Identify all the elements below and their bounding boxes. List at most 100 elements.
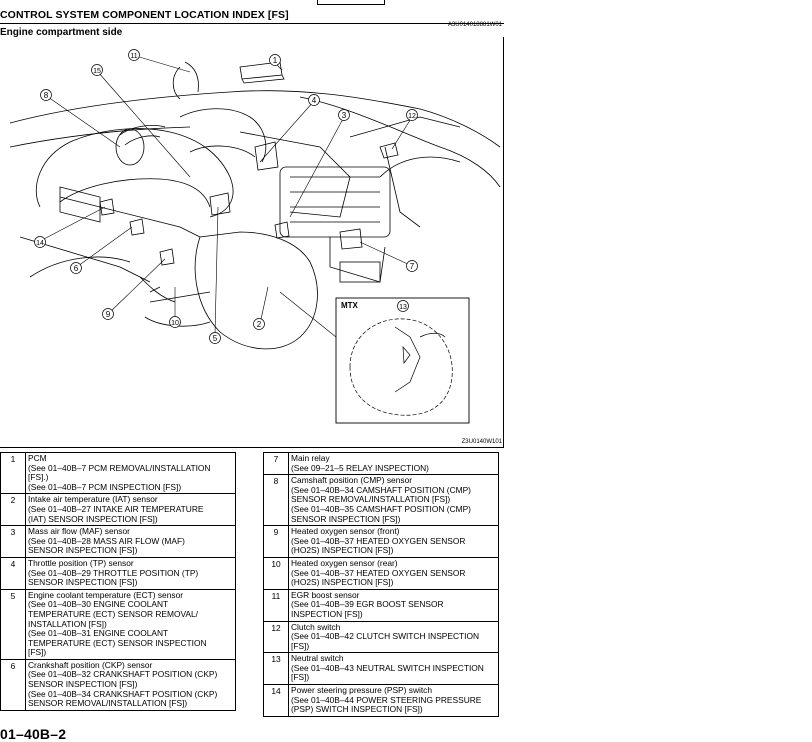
figure-code: Z3U0140W101 <box>461 439 502 445</box>
callout-3: 3 <box>338 109 350 121</box>
component-number: 12 <box>263 620 289 654</box>
svg-text:2: 2 <box>257 320 262 329</box>
callout-4: 4 <box>308 94 320 106</box>
component-reference: (See 01–40B–32 CRANKSHAFT POSITION (CKP) <box>28 669 218 680</box>
component-reference: SENSOR INSPECTION [FS]) <box>28 577 138 588</box>
component-reference: (See 09–21–5 RELAY INSPECTION) <box>291 462 429 473</box>
component-name: Clutch switch <box>291 621 341 632</box>
component-reference: SENSOR INSPECTION [FS]) <box>291 513 401 524</box>
component-name: Neutral switch <box>291 653 344 664</box>
component-number: 14 <box>263 684 289 717</box>
component-name: EGR boost sensor <box>291 589 360 600</box>
callout-12: 12 <box>406 109 418 121</box>
svg-text:15: 15 <box>93 68 101 75</box>
component-description: Power steering pressure (PSP) switch(See… <box>288 684 499 717</box>
component-number: 10 <box>263 556 289 590</box>
component-description: EGR boost sensor(See 01–40B–39 EGR BOOST… <box>288 588 499 622</box>
component-description: Neutral switch(See 01–40B–43 NEUTRAL SWI… <box>288 652 499 686</box>
callout-6: 6 <box>70 262 82 274</box>
svg-text:11: 11 <box>130 53 137 60</box>
component-reference: (See 01–40B–34 CRANKSHAFT POSITION (CKP) <box>28 688 218 699</box>
component-reference: (See 01–40B–28 MASS AIR FLOW (MAF) <box>28 535 185 546</box>
component-description: Mass air flow (MAF) sensor(See 01–40B–28… <box>25 525 236 558</box>
component-description: Intake air temperature (IAT) sensor(See … <box>25 493 236 527</box>
component-reference: SENSOR INSPECTION [FS]) <box>28 545 138 556</box>
callout-13: 13 <box>397 300 409 312</box>
component-reference: (See 01–40B–30 ENGINE COOLANT <box>28 599 169 610</box>
component-name: Engine coolant temperature (ECT) sensor <box>28 589 184 600</box>
engine-illustration <box>9 61 501 350</box>
component-description: Heated oxygen sensor (rear)(See 01–40B–3… <box>288 556 499 590</box>
component-description: Main relay(See 09–21–5 RELAY INSPECTION) <box>288 451 499 476</box>
component-number: 1 <box>0 451 26 495</box>
callout-11: 11 <box>128 49 140 61</box>
svg-text:9: 9 <box>106 310 111 319</box>
component-reference: (IAT) SENSOR INSPECTION [FS]) <box>28 513 158 524</box>
callout-1: 1 <box>269 54 281 66</box>
component-reference: (See 01–40B–7 PCM INSPECTION [FS]) <box>28 481 182 492</box>
svg-text:5: 5 <box>213 334 218 343</box>
component-reference: (See 01–40B–35 CAMSHAFT POSITION (CMP) <box>291 503 471 514</box>
component-reference: (See 01–40B–34 CAMSHAFT POSITION (CMP) <box>291 484 471 495</box>
svg-text:4: 4 <box>312 96 317 105</box>
component-description: Engine coolant temperature (ECT) sensor(… <box>25 588 236 660</box>
component-description: Throttle position (TP) sensor(See 01–40B… <box>25 556 236 590</box>
component-number: 11 <box>263 588 289 622</box>
component-reference: SENSOR REMOVAL/INSTALLATION [FS]) <box>28 698 188 709</box>
component-reference: (HO2S) INSPECTION [FS]) <box>291 545 394 556</box>
component-description: Camshaft position (CMP) sensor(See 01–40… <box>288 474 499 527</box>
callout-2: 2 <box>253 318 265 330</box>
callout-15: 15 <box>91 64 103 76</box>
component-reference: (See 01–40B–37 HEATED OXYGEN SENSOR <box>291 567 466 578</box>
component-reference: [FS]) <box>291 672 310 683</box>
svg-text:7: 7 <box>410 262 415 271</box>
component-reference: SENSOR REMOVAL/INSTALLATION [FS]) <box>291 494 451 505</box>
component-reference: (See 01–40B–39 EGR BOOST SENSOR <box>291 599 444 610</box>
component-name: PCM <box>28 453 47 463</box>
component-reference: (See 01–40B–37 HEATED OXYGEN SENSOR <box>291 535 466 546</box>
svg-text:10: 10 <box>171 320 179 327</box>
component-reference: SENSOR INSPECTION [FS]) <box>28 679 138 690</box>
component-reference: [FS]) <box>291 640 310 651</box>
component-reference: [FS]) <box>28 647 47 658</box>
figure-subtitle: Engine compartment side <box>0 27 123 38</box>
component-name: Intake air temperature (IAT) sensor <box>28 494 158 505</box>
callout-7: 7 <box>406 260 418 272</box>
component-number: 8 <box>263 474 289 527</box>
component-name: Power steering pressure (PSP) switch <box>291 685 433 696</box>
page-number: 01–40B–2 <box>0 726 67 742</box>
svg-text:1: 1 <box>273 56 278 65</box>
component-reference: (See 01–40B–31 ENGINE COOLANT <box>28 628 169 639</box>
callout-leaders <box>41 55 413 358</box>
component-reference: INSTALLATION [FS]) <box>28 618 107 629</box>
callout-10: 10 <box>169 316 181 328</box>
callout-14: 14 <box>34 236 46 248</box>
component-reference: TEMPERATURE (ECT) SENSOR INSPECTION <box>28 637 207 648</box>
component-reference: (PSP) SWITCH INSPECTION [FS]) <box>291 704 423 715</box>
svg-text:12: 12 <box>408 113 416 120</box>
component-reference: (See 01–40B–44 POWER STEERING PRESSURE <box>291 694 482 705</box>
callout-8: 8 <box>40 89 52 101</box>
component-reference: [FS].) <box>28 472 49 483</box>
component-name: Main relay <box>291 453 330 463</box>
component-name: Heated oxygen sensor (front) <box>291 526 400 537</box>
component-reference: INSPECTION [FS]) <box>291 608 363 619</box>
svg-text:3: 3 <box>342 111 347 120</box>
inset-label: MTX <box>341 301 359 310</box>
engine-diagram: MTX 1 2 3 4 5 6 7 8 9 10 11 12 13 14 15 <box>9 49 501 424</box>
svg-text:14: 14 <box>36 240 44 247</box>
component-number: 3 <box>0 525 26 558</box>
component-name: Heated oxygen sensor (rear) <box>291 557 398 568</box>
engine-compartment-figure: MTX 1 2 3 4 5 6 7 8 9 10 11 12 13 14 15 <box>0 37 504 448</box>
component-number: 13 <box>263 652 289 686</box>
